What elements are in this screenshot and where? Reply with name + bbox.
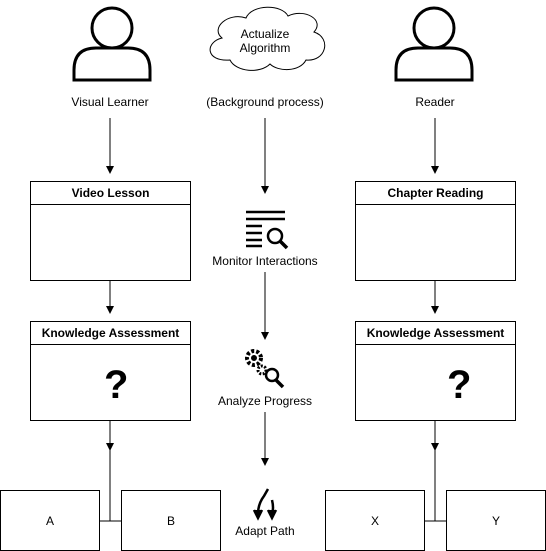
cloud-label-line1: Actualize: [240, 27, 290, 41]
cloud-icon: [209, 6, 326, 71]
knowledge-assessment-left-title: Knowledge Assessment: [31, 322, 190, 345]
knowledge-assessment-right-title: Knowledge Assessment: [356, 322, 515, 345]
list-search-icon: [246, 210, 289, 250]
chapter-reading-title: Chapter Reading: [356, 182, 515, 205]
leaf-x: X: [325, 490, 425, 551]
question-icon-left: ?: [104, 363, 129, 407]
video-lesson-title: Video Lesson: [31, 182, 190, 205]
knowledge-assessment-left: Knowledge Assessment: [30, 321, 191, 421]
gears-search-icon: [245, 349, 285, 389]
question-icon-right: ?: [447, 363, 472, 407]
cloud-label-line2: Algorithm: [239, 41, 291, 55]
user-icon-right: [394, 6, 474, 82]
knowledge-assessment-right: Knowledge Assessment: [355, 321, 516, 421]
visual-learner-label: Visual Learner: [71, 95, 149, 109]
leaf-a: A: [0, 490, 100, 551]
background-process-label: (Background process): [206, 95, 324, 109]
monitor-interactions-label: Monitor Interactions: [212, 254, 318, 268]
adapt-path-label: Adapt Path: [235, 524, 295, 538]
leaf-y: Y: [446, 490, 546, 551]
leaf-b: B: [121, 490, 221, 551]
merge-arrows-icon: [252, 488, 278, 521]
user-icon-left: [72, 6, 152, 82]
reader-label: Reader: [415, 95, 455, 109]
video-lesson-box: Video Lesson: [30, 181, 191, 281]
chapter-reading-box: Chapter Reading: [355, 181, 516, 281]
analyze-progress-label: Analyze Progress: [217, 394, 313, 408]
